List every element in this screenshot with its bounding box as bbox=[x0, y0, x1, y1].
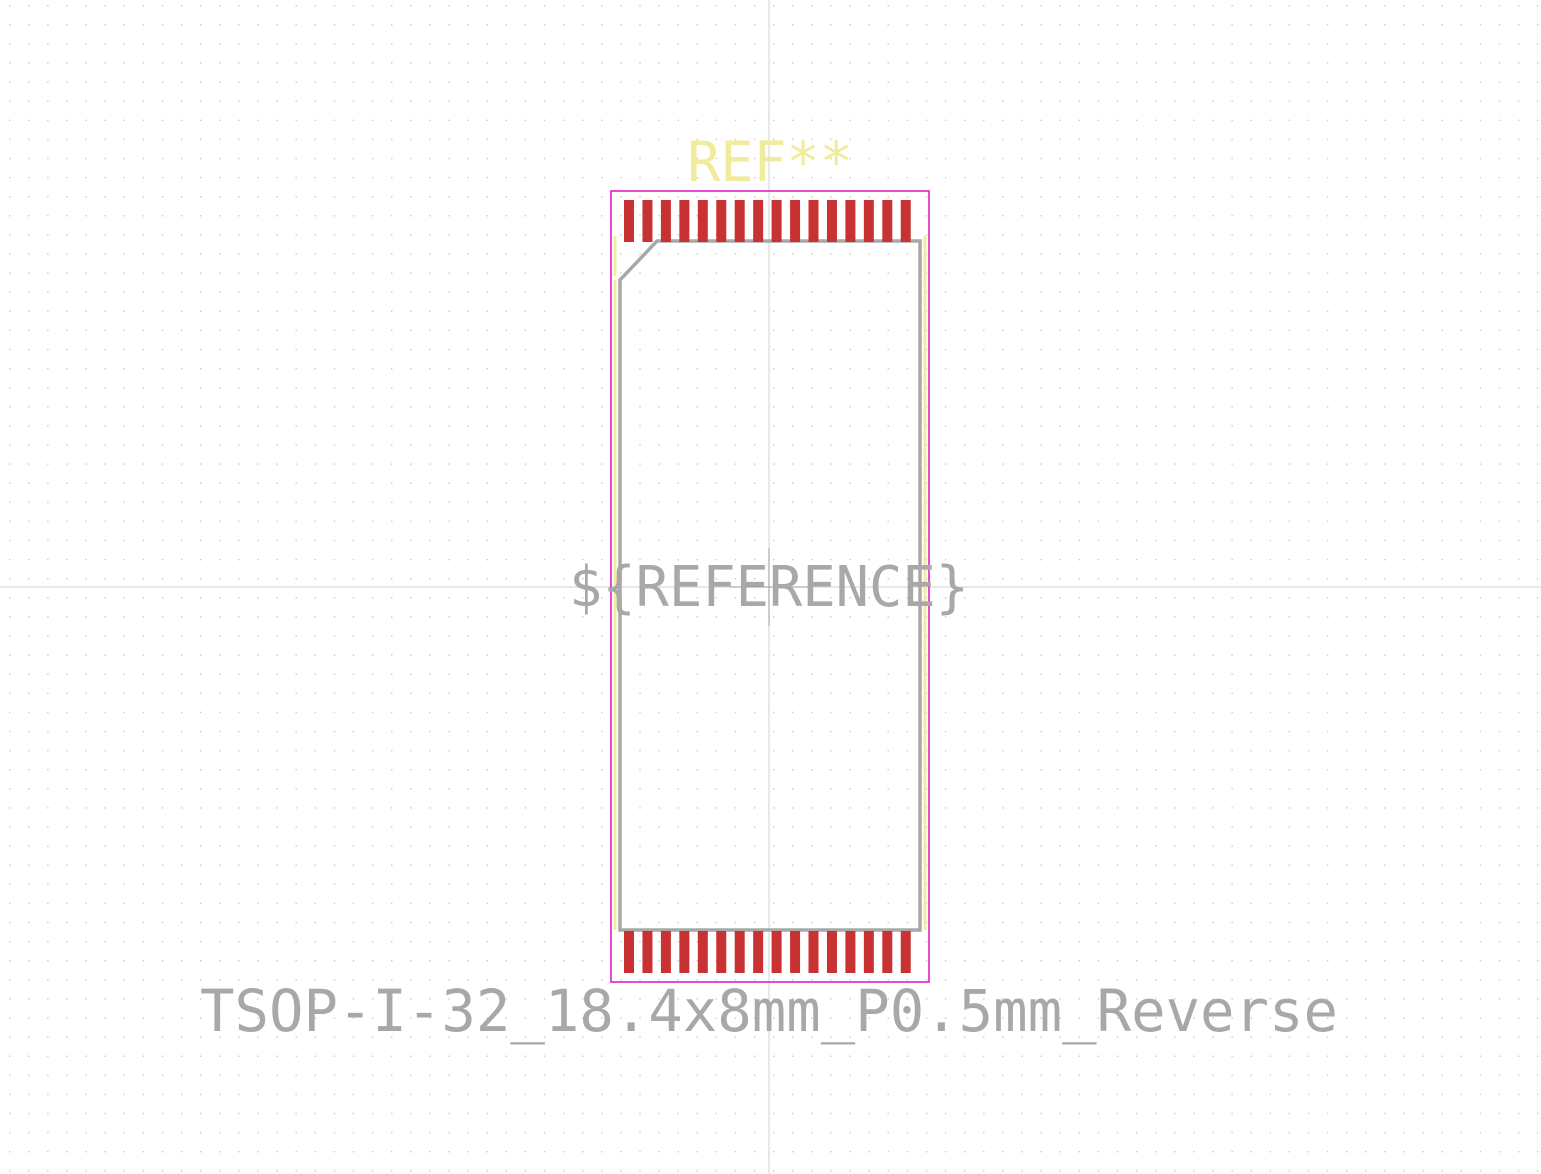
smd-pad[interactable] bbox=[771, 200, 782, 242]
fab-reference-label: ${REFERENCE} bbox=[569, 555, 969, 620]
smd-pad[interactable] bbox=[826, 931, 837, 973]
smd-pad[interactable] bbox=[642, 200, 653, 242]
smd-pad[interactable] bbox=[808, 931, 819, 973]
smd-pad[interactable] bbox=[660, 931, 671, 973]
smd-pad[interactable] bbox=[771, 931, 782, 973]
silkscreen-outline bbox=[613, 236, 927, 930]
smd-pad[interactable] bbox=[808, 200, 819, 242]
smd-pad[interactable] bbox=[624, 931, 634, 973]
smd-pad[interactable] bbox=[845, 931, 856, 973]
footprint-value-label: TSOP-I-32_18.4x8mm_P0.5mm_Reverse bbox=[200, 977, 1338, 1045]
smd-pad[interactable] bbox=[882, 200, 893, 242]
smd-pad[interactable] bbox=[753, 200, 764, 242]
reference-designator-label: REF** bbox=[687, 130, 853, 194]
smd-pad[interactable] bbox=[826, 200, 837, 242]
crosshair-icon bbox=[730, 548, 808, 626]
smd-pad[interactable] bbox=[863, 200, 874, 242]
smd-pad[interactable] bbox=[679, 200, 690, 242]
courtyard-outline bbox=[610, 190, 930, 983]
pad-row-top bbox=[624, 200, 911, 242]
smd-pad[interactable] bbox=[679, 931, 690, 973]
smd-pad[interactable] bbox=[642, 931, 653, 973]
pad-row-bottom bbox=[624, 931, 911, 973]
smd-pad[interactable] bbox=[716, 200, 727, 242]
smd-pad[interactable] bbox=[900, 200, 911, 242]
smd-pad[interactable] bbox=[697, 931, 708, 973]
fabrication-outline bbox=[618, 239, 922, 932]
smd-pad[interactable] bbox=[660, 200, 671, 242]
smd-pad[interactable] bbox=[900, 931, 911, 973]
smd-pad[interactable] bbox=[845, 200, 856, 242]
smd-pad[interactable] bbox=[790, 200, 801, 242]
smd-pad[interactable] bbox=[753, 931, 764, 973]
smd-pad[interactable] bbox=[734, 931, 745, 973]
smd-pad[interactable] bbox=[716, 931, 727, 973]
smd-pad[interactable] bbox=[863, 931, 874, 973]
smd-pad[interactable] bbox=[790, 931, 801, 973]
smd-pad[interactable] bbox=[697, 200, 708, 242]
smd-pad[interactable] bbox=[882, 931, 893, 973]
smd-pad[interactable] bbox=[624, 200, 634, 242]
smd-pad[interactable] bbox=[734, 200, 745, 242]
